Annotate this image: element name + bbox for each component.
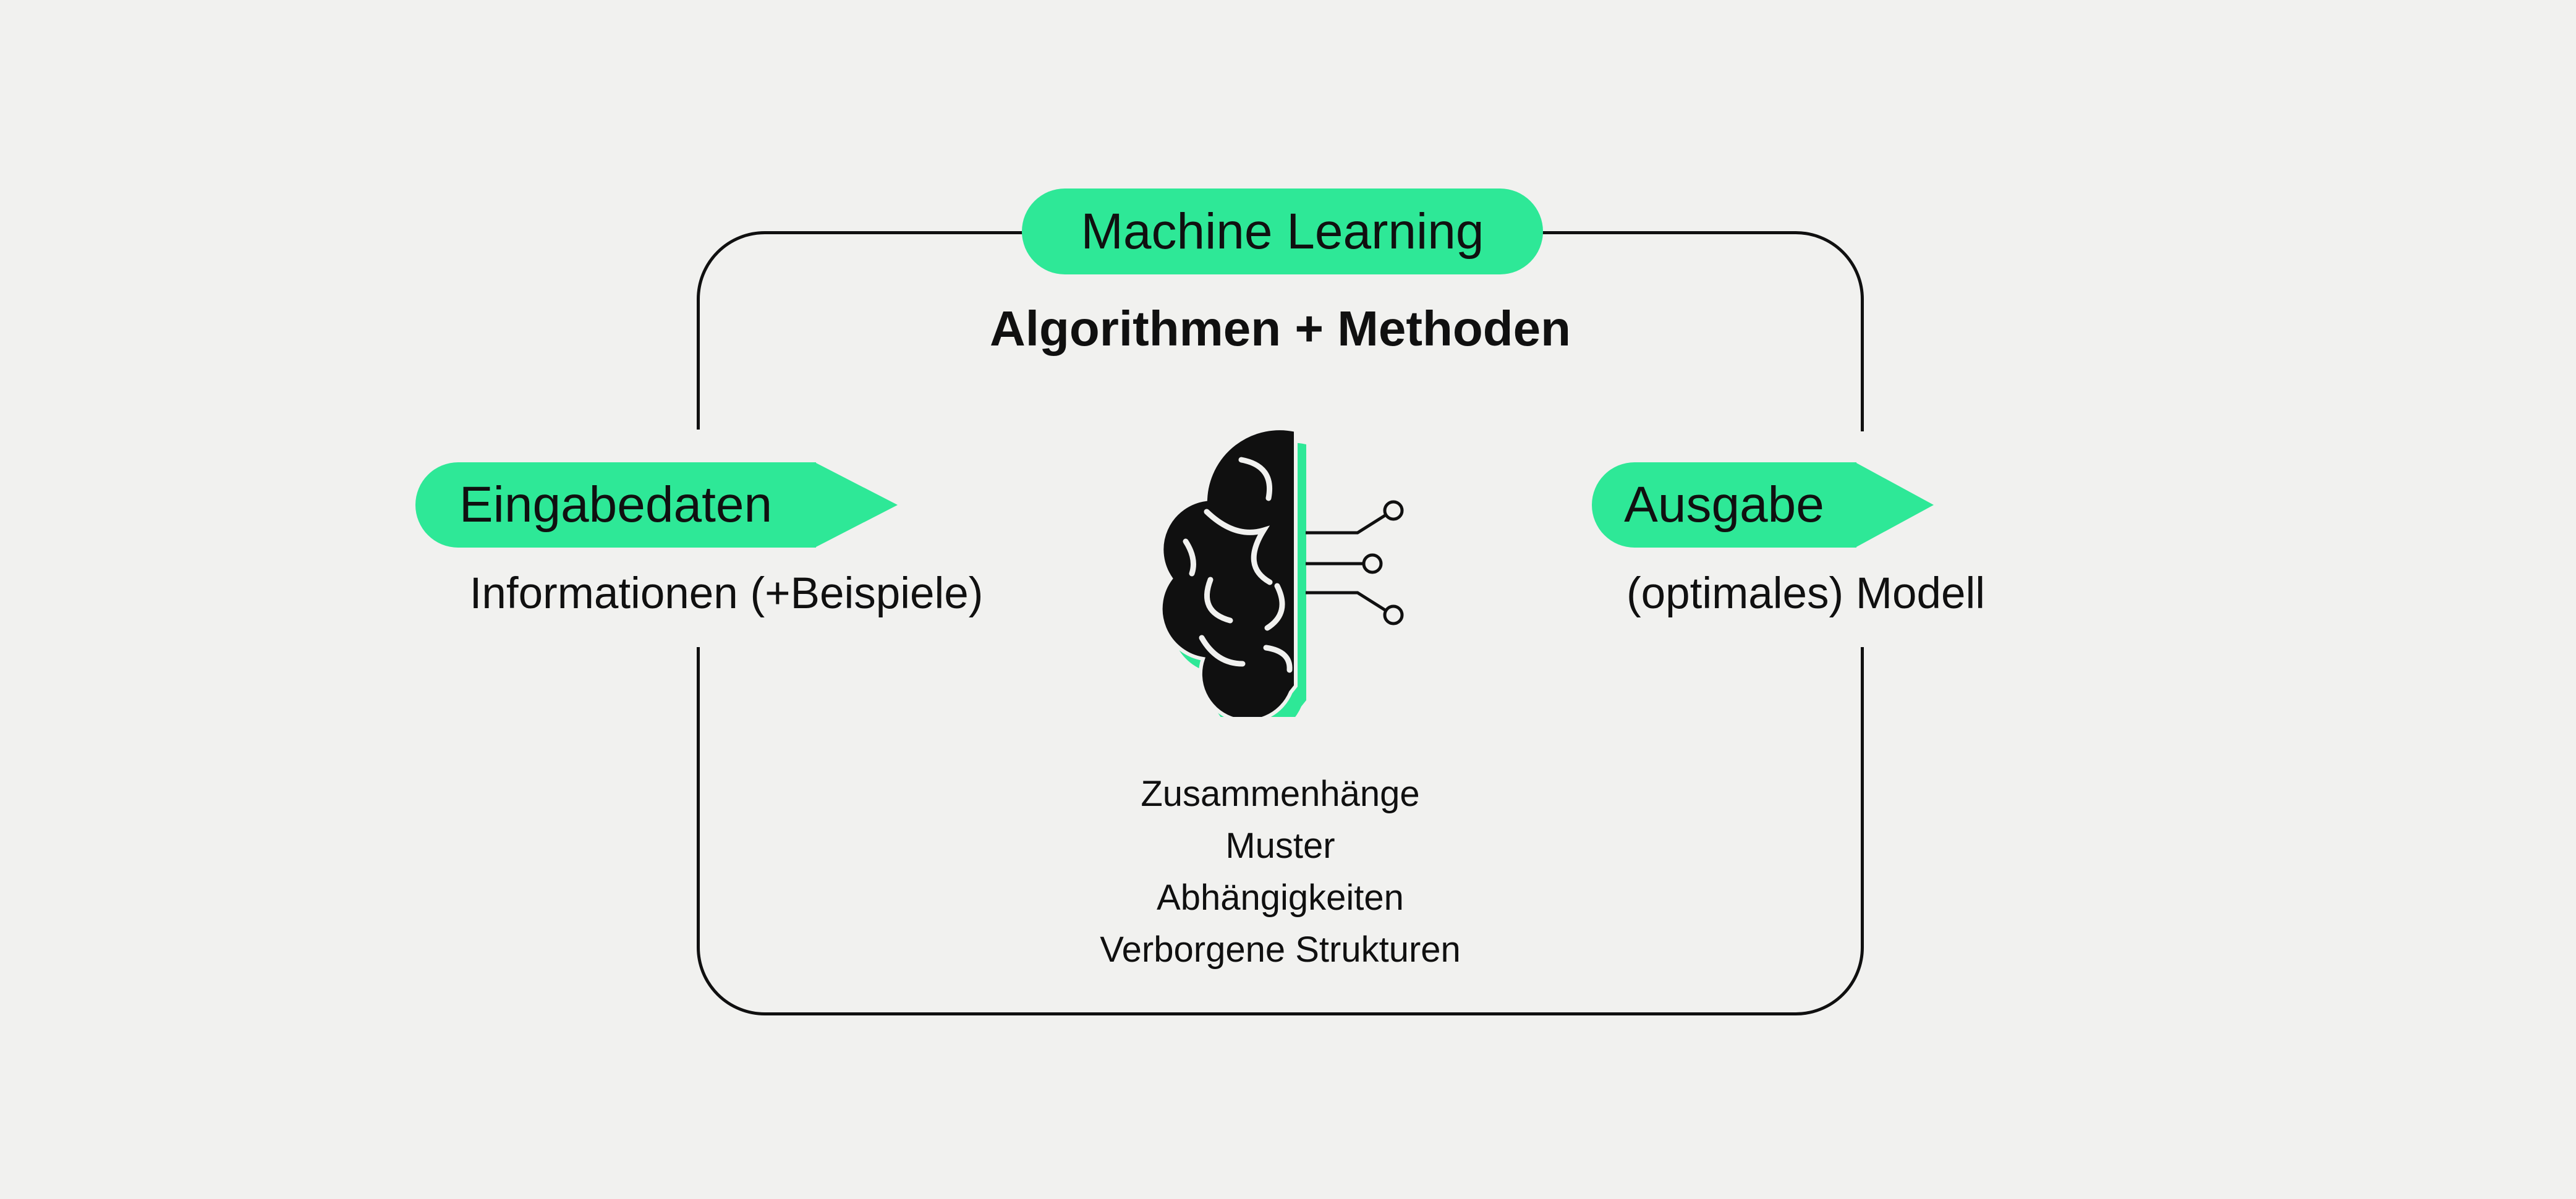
brain-circuit-icon (1158, 426, 1404, 717)
input-arrow-body: Eingabedaten (415, 462, 816, 548)
circuit-traces (1306, 500, 1404, 625)
output-badge-label: Ausgabe (1624, 477, 1824, 533)
input-badge-label: Eingabedaten (459, 477, 773, 533)
output-arrow-body: Ausgabe (1592, 462, 1856, 548)
output-caption: (optimales) Modell (1626, 569, 1986, 618)
circuit-node-bottom (1383, 604, 1404, 625)
circuit-node-top (1383, 500, 1404, 521)
brain-folds (1183, 457, 1293, 673)
machine-learning-badge-label: Machine Learning (1081, 203, 1484, 260)
output-arrow-tip (1855, 462, 1934, 548)
result-list: Zusammenhänge Muster Abhängigkeiten Verb… (697, 768, 1864, 976)
result-item: Verborgene Strukturen (1100, 930, 1461, 970)
input-caption: Informationen (+Beispiele) (469, 569, 984, 618)
result-item: Abhängigkeiten (1157, 878, 1404, 918)
brain-silhouette (1158, 426, 1298, 717)
machine-learning-badge: Machine Learning (1022, 189, 1543, 274)
circuit-node-middle (1362, 553, 1383, 574)
result-item: Muster (1225, 826, 1335, 866)
circuit-trace-bottom (1306, 591, 1387, 612)
subtitle-text: Algorithmen + Methoden (990, 301, 1571, 356)
result-item: Zusammenhänge (1141, 774, 1420, 814)
circuit-trace-top (1306, 513, 1387, 535)
